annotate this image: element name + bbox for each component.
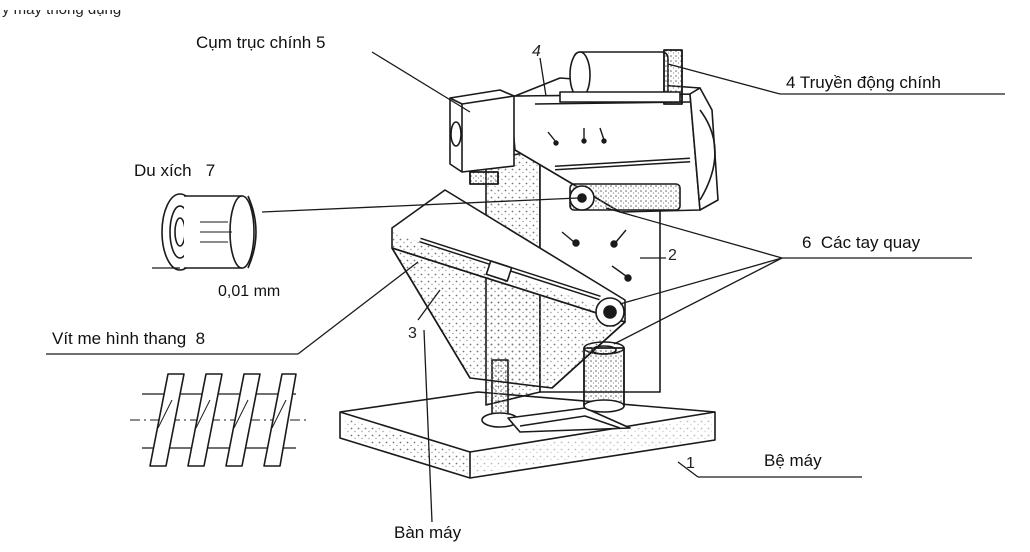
label-vernier-resolution: 0,01 mm <box>218 283 281 300</box>
leader-crank-3 <box>613 257 783 345</box>
part-number-1: 1 <box>686 455 695 472</box>
label-machine-base: Bệ máy <box>764 451 822 470</box>
leader-lines <box>46 51 1005 523</box>
leader-crank-2 <box>619 257 783 305</box>
leader-vernier <box>261 197 579 213</box>
vernier-drum <box>152 193 257 271</box>
label-vernier: Du xích 7 <box>134 161 216 180</box>
label-lead-screw: Vít me hình thang 8 <box>52 329 206 348</box>
leader-base <box>677 461 699 478</box>
main-drive-motor <box>559 49 683 105</box>
label-hand-cranks: 6 Các tay quay <box>802 233 921 252</box>
label-spindle-assembly: Cụm trục chính 5 <box>196 33 326 52</box>
leader-part-3 <box>417 289 441 321</box>
part-number-3: 3 <box>408 325 417 342</box>
machine-base-plate <box>339 391 716 479</box>
leader-part-4 <box>539 57 547 97</box>
machine-table <box>391 189 626 389</box>
label-main-drive: 4 Truyền động chính <box>786 73 942 92</box>
part-number-2: 2 <box>668 247 677 264</box>
leader-table <box>423 329 433 523</box>
lead-screw-drawing <box>130 373 306 467</box>
spindle-head <box>449 89 515 185</box>
label-machine-table: Bàn máy <box>394 523 462 542</box>
header-fragment: y máy thông dụng <box>2 1 122 18</box>
leader-spindle <box>371 51 471 113</box>
leader-main-drive <box>667 63 781 95</box>
leader-lead-screw <box>297 261 419 355</box>
leader-crank-1 <box>605 207 783 259</box>
part-number-4: 4 <box>532 43 541 60</box>
column-levers <box>547 127 632 282</box>
